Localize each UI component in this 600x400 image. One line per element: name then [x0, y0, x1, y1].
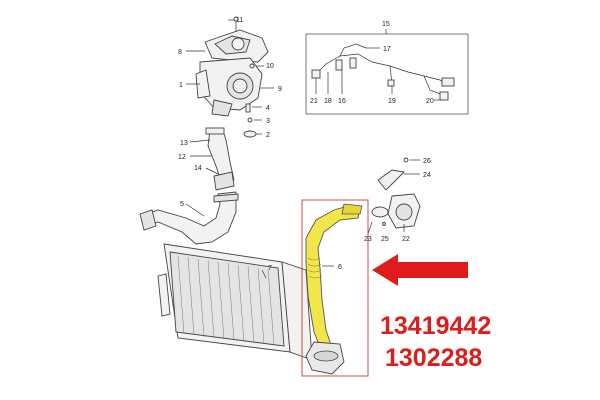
svg-text:26: 26 — [423, 158, 431, 165]
turbocharger — [195, 16, 269, 117]
red-arrow-icon — [372, 254, 468, 286]
svg-text:20: 20 — [426, 98, 434, 105]
callout-25: 25 — [381, 222, 389, 243]
svg-text:21: 21 — [310, 98, 318, 105]
svg-text:16: 16 — [338, 98, 346, 105]
callout-26: 26 — [403, 157, 431, 165]
throttle-body — [371, 193, 421, 229]
hose-5 — [139, 191, 239, 245]
callout-6: 6 — [322, 264, 342, 271]
callout-5: 5 — [180, 201, 205, 217]
svg-text:5: 5 — [180, 201, 184, 208]
charge-air-hose-6 — [305, 203, 363, 375]
svg-text:4: 4 — [266, 105, 270, 112]
svg-text:2: 2 — [266, 132, 270, 139]
svg-text:8: 8 — [178, 49, 182, 56]
callout-7: 7 — [261, 265, 272, 279]
svg-text:17: 17 — [383, 46, 391, 53]
callout-16: 16 — [338, 70, 346, 105]
svg-text:3: 3 — [266, 118, 270, 125]
callout-21: 21 — [310, 78, 318, 105]
callout-8: 8 — [178, 49, 205, 56]
callout-14: 14 — [194, 165, 219, 175]
svg-text:22: 22 — [402, 236, 410, 243]
callout-12: 12 — [178, 154, 212, 161]
svg-text:18: 18 — [324, 98, 332, 105]
svg-text:15: 15 — [382, 21, 390, 28]
svg-text:12: 12 — [178, 154, 186, 161]
highlight-box — [301, 199, 369, 377]
callout-11: 11 — [228, 17, 243, 24]
callout-17: 17 — [366, 46, 391, 53]
callout-3: 3 — [247, 117, 270, 125]
intake-duct — [205, 127, 235, 191]
callout-9: 9 — [260, 86, 282, 93]
svg-text:24: 24 — [423, 172, 431, 179]
callout-4: 4 — [245, 103, 270, 113]
callout-19: 19 — [388, 86, 396, 105]
callout-24: 24 — [404, 172, 431, 179]
svg-text:6: 6 — [338, 264, 342, 271]
svg-text:19: 19 — [388, 98, 396, 105]
part-number-2: 1302288 — [385, 344, 482, 372]
callout-13: 13 — [180, 139, 211, 147]
svg-text:13: 13 — [180, 140, 188, 147]
callout-20: 20 — [426, 98, 442, 105]
svg-text:14: 14 — [194, 165, 202, 172]
svg-text:11: 11 — [236, 17, 243, 24]
callout-22: 22 — [402, 224, 410, 243]
svg-text:7: 7 — [268, 265, 272, 272]
callout-10: 10 — [249, 63, 274, 70]
callout-2: 2 — [243, 130, 270, 139]
svg-text:10: 10 — [266, 63, 274, 70]
callout-1: 1 — [179, 82, 200, 89]
bracket-24 — [377, 169, 405, 191]
callout-15: 15 — [382, 21, 390, 34]
intercooler — [157, 243, 313, 361]
svg-text:25: 25 — [381, 236, 389, 243]
svg-text:9: 9 — [278, 86, 282, 93]
svg-text:1: 1 — [179, 82, 183, 89]
callout-18: 18 — [324, 72, 332, 105]
part-number-1: 13419442 — [380, 312, 491, 340]
inset-box — [305, 33, 469, 115]
